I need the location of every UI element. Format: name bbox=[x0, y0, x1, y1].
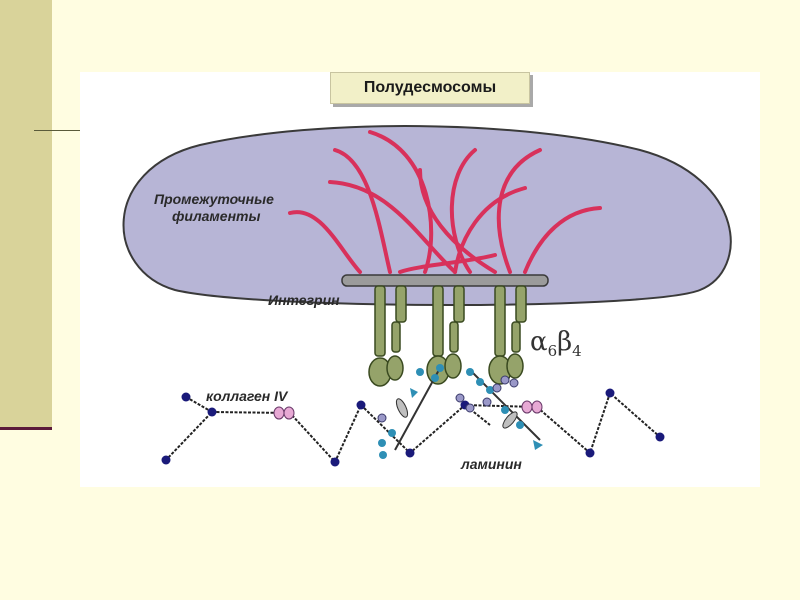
filament bbox=[418, 168, 497, 274]
integrin-dimer bbox=[368, 285, 407, 387]
filaments-label: Промежуточные филаменты bbox=[154, 191, 274, 225]
filament bbox=[288, 210, 362, 274]
collagen-nodes bbox=[161, 388, 665, 467]
laminin-label: ламинин bbox=[461, 456, 522, 472]
beta-symbol: β bbox=[557, 327, 573, 357]
filaments-label-line2: филаменты bbox=[172, 208, 261, 224]
integrin-type-label: α6β4 bbox=[530, 327, 582, 360]
filaments-label-line1: Промежуточные bbox=[154, 191, 274, 207]
cell-body bbox=[122, 125, 732, 306]
integrin-dimer bbox=[488, 285, 527, 385]
filament bbox=[449, 148, 477, 274]
beta-subscript: 4 bbox=[572, 342, 582, 361]
laminin-molecules bbox=[377, 364, 543, 459]
filament bbox=[333, 148, 392, 274]
collagen-label: коллаген IV bbox=[206, 388, 288, 404]
slide-title: Полудесмосомы bbox=[330, 72, 530, 104]
decorative-rule-bottom bbox=[0, 427, 52, 430]
integrin-molecules bbox=[368, 285, 527, 387]
decorative-rule-top bbox=[34, 130, 80, 131]
alpha-subscript: 6 bbox=[547, 342, 558, 361]
collagen-pink-beads bbox=[273, 400, 543, 420]
intermediate-filaments bbox=[288, 130, 602, 274]
filament bbox=[523, 206, 602, 274]
filament bbox=[398, 253, 497, 274]
decorative-sidebar bbox=[0, 0, 52, 428]
filament bbox=[368, 130, 434, 274]
filament bbox=[328, 180, 457, 274]
alpha-symbol: α bbox=[530, 327, 548, 357]
integrin-plaque bbox=[341, 274, 549, 287]
integrin-label: Интегрин bbox=[268, 292, 340, 308]
